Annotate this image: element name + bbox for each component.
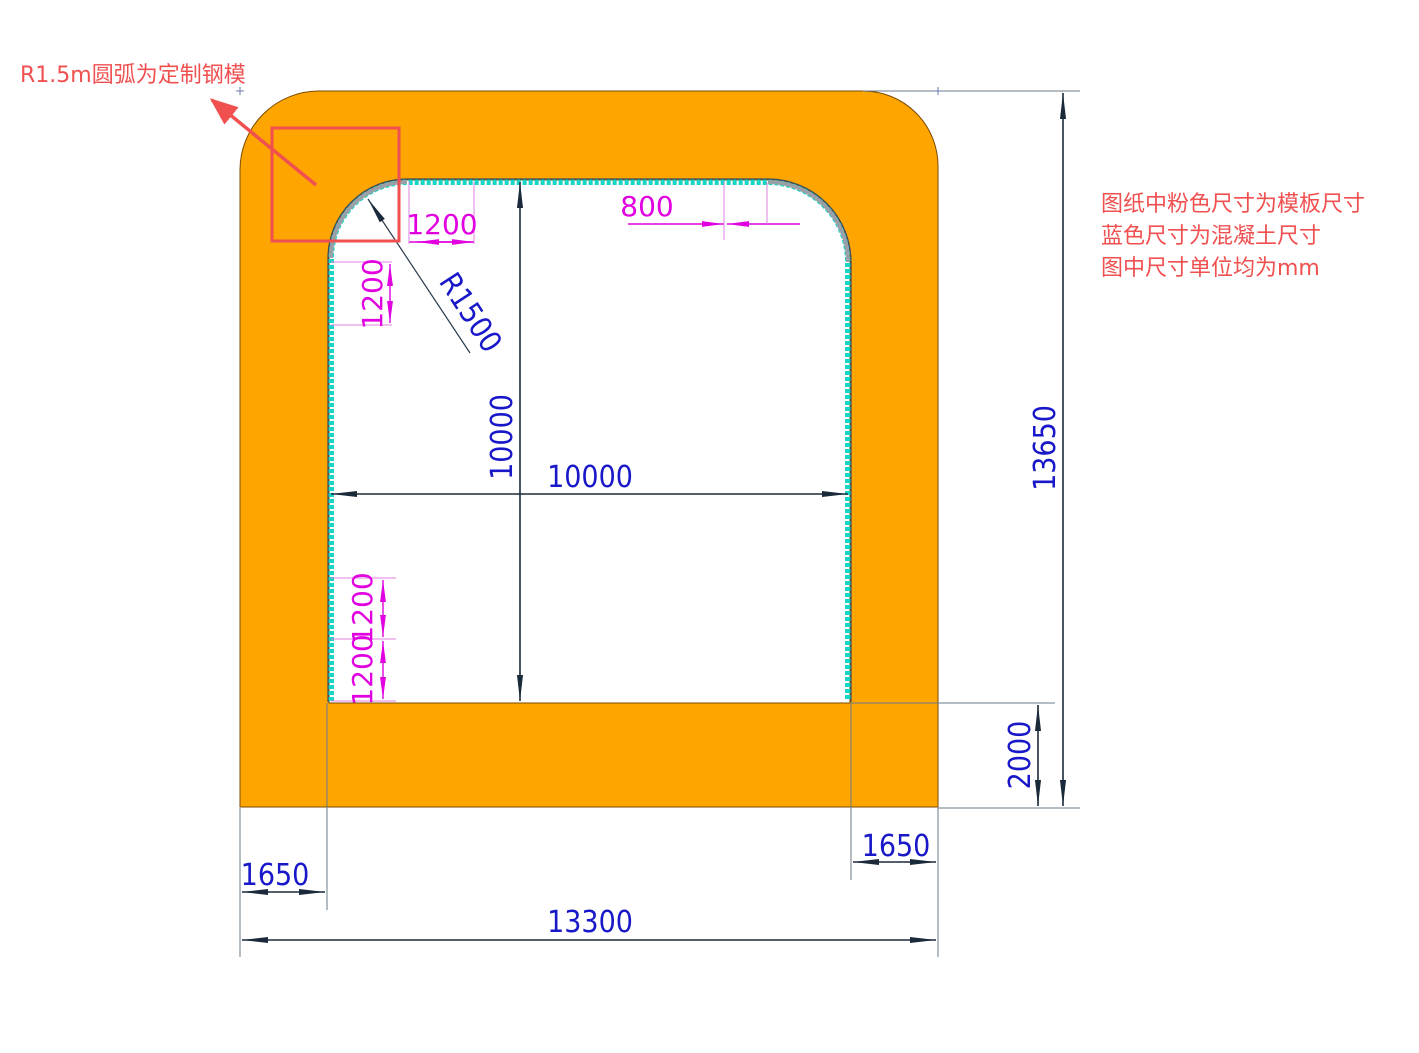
fw-bottom-panel-lower: 1200 [346, 634, 379, 705]
callout-box [270, 126, 401, 243]
note-line-1: 图纸中粉色尺寸为模板尺寸 [1101, 192, 1365, 217]
dim-total-width: 13300 [547, 905, 633, 940]
formwork-edge [327, 178, 852, 702]
fw-top-panel: 800 [620, 190, 673, 223]
dim-right-wall: 1650 [862, 829, 931, 864]
note-line-3: 图中尺寸单位均为mm [1101, 256, 1320, 281]
concrete-section [239, 90, 939, 808]
dim-total-height: 13650 [1028, 405, 1063, 491]
callout-text: R1.5m圆弧为定制钢模 [20, 63, 246, 88]
custom-steel-arc [329, 180, 408, 259]
callout-arrow [209, 98, 318, 187]
custom-steel-arc-right [767, 180, 850, 263]
extension-lines [239, 90, 1080, 957]
radius-leader [367, 198, 471, 354]
fw-bottom-panel-upper: 1200 [346, 572, 379, 643]
note-line-2: 蓝色尺寸为混凝土尺寸 [1101, 224, 1321, 249]
concrete-dim-lines [242, 93, 1067, 944]
fw-top-corner-h: 1200 [406, 208, 477, 241]
crosshair-marks [236, 87, 942, 95]
dim-left-wall: 1650 [241, 858, 310, 893]
fw-top-corner-v: 1200 [356, 258, 389, 329]
dim-bottom-slab: 2000 [1003, 721, 1038, 790]
dim-inner-height: 10000 [485, 394, 520, 480]
formwork-dim-lines [331, 182, 800, 702]
dim-inner-width: 10000 [547, 460, 633, 495]
